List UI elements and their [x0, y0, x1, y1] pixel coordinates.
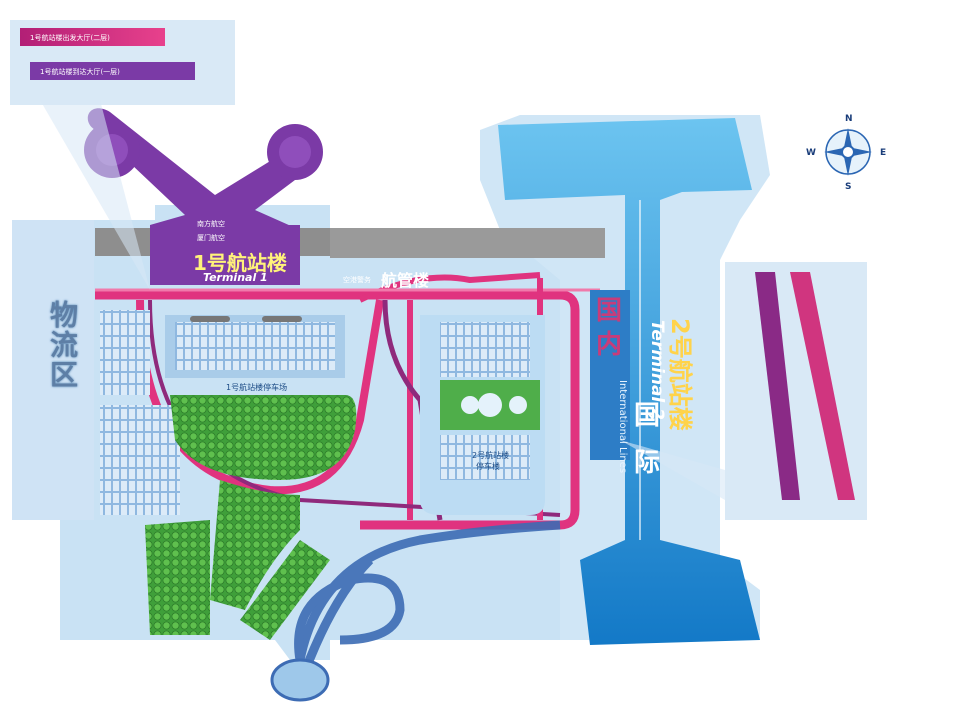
logistics-parking-2	[100, 405, 180, 515]
compass-east: E	[880, 148, 887, 158]
logistics-zone	[12, 220, 94, 520]
compass-rose	[824, 128, 872, 176]
domestic-label-2: 内	[596, 330, 623, 360]
compass-north: N	[845, 114, 853, 124]
terminal2-building	[498, 118, 760, 645]
international-label-1: 国	[634, 401, 661, 431]
terminal1-subtitle: Terminal 1	[203, 271, 268, 284]
t1-parking	[165, 315, 345, 378]
atc-building-label: 航管楼	[381, 271, 430, 290]
atc-sub-label: 空港警务	[343, 276, 371, 284]
domestic-label-1: 国	[596, 296, 623, 326]
terminal1-title: 1号航站楼	[193, 251, 287, 275]
logistics-zone-label: 物流区	[46, 300, 79, 390]
t1-airline-label-1: 南方航空	[197, 220, 225, 228]
roundabout-south	[270, 658, 330, 702]
international-label-2: 际	[634, 448, 661, 478]
t1-parking-label: 1号航站楼停车场	[226, 383, 288, 392]
compass-south: S	[845, 182, 852, 192]
inset-t1	[10, 20, 235, 290]
t2-parking-label-1: 2号航站楼	[472, 451, 510, 460]
terminal2-title: 2号航站楼	[666, 318, 694, 431]
inset-t2	[620, 262, 867, 520]
inset-t1-departure-label: 1号航站楼出发大厅(二层)	[30, 34, 110, 42]
international-subtitle: International Lines	[617, 380, 628, 474]
compass-west: W	[806, 148, 816, 158]
inset-t1-arrival-label: 1号航站楼到达大厅(一层)	[40, 68, 120, 76]
t1-airline-label-2: 厦门航空	[197, 234, 225, 242]
t2-parking	[420, 315, 545, 515]
logistics-parking-1	[100, 310, 150, 395]
t2-parking-label-2: 停车楼	[476, 462, 500, 471]
road-network	[95, 272, 600, 530]
green-areas	[145, 395, 357, 640]
